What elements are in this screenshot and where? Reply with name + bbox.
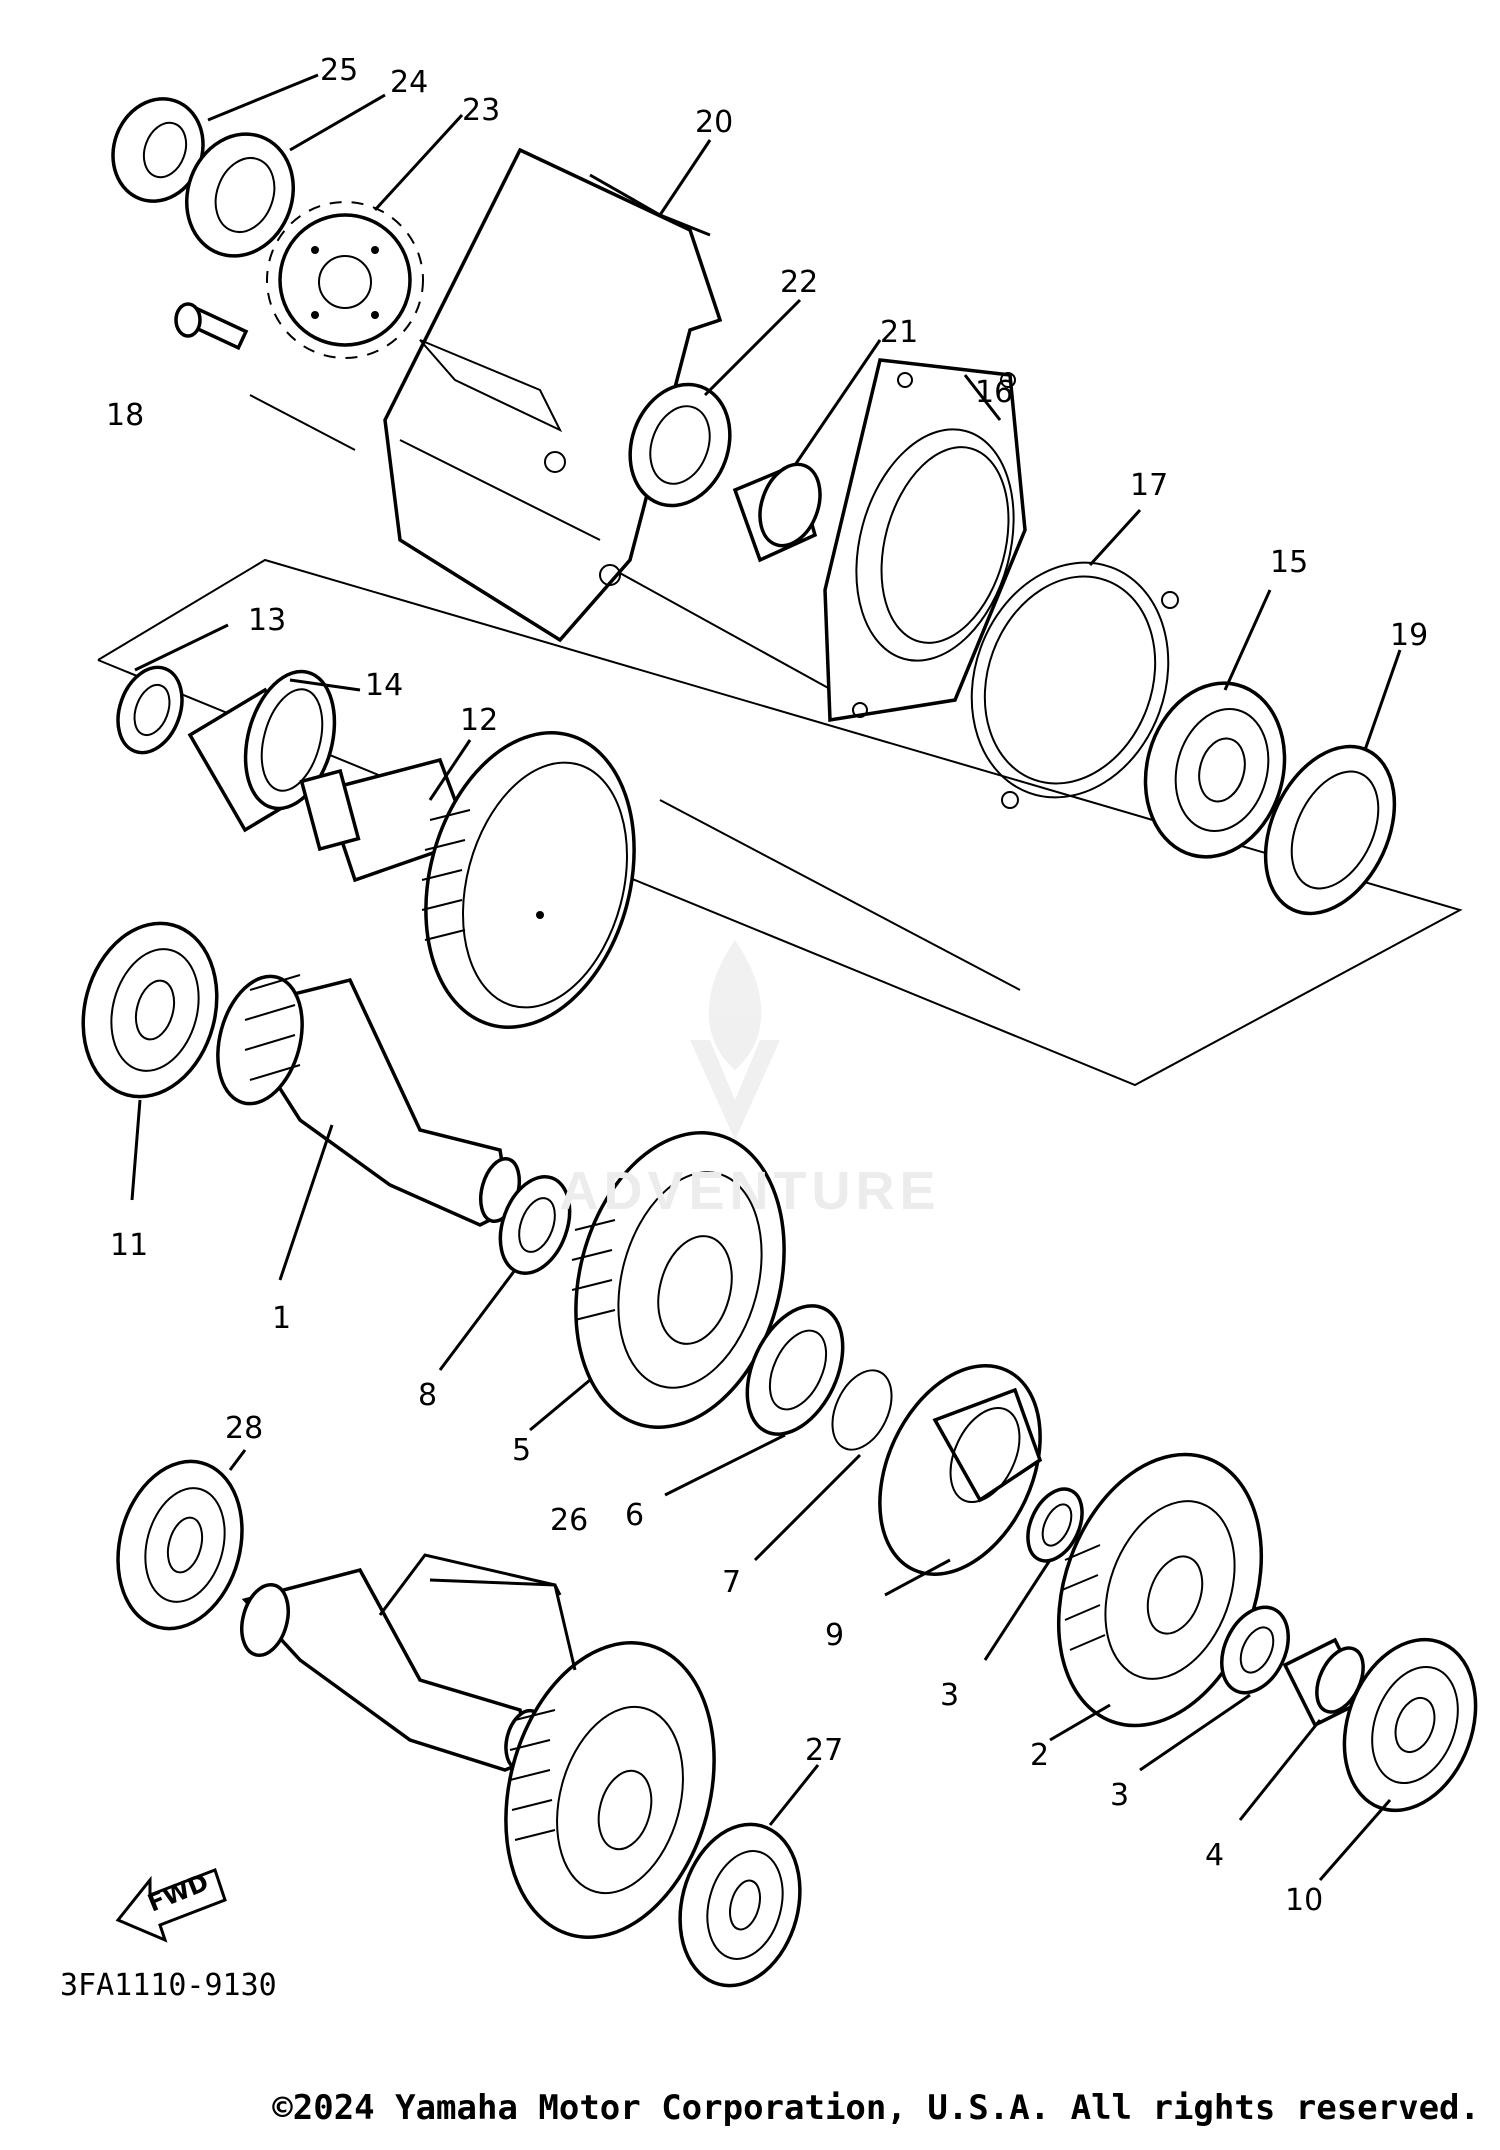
part-17-gasket[interactable] (940, 535, 1201, 826)
part-27-bearing[interactable] (663, 1811, 817, 1999)
part-13-washer[interactable] (107, 658, 193, 761)
part-12-countershaft-gear[interactable] (299, 709, 666, 1051)
callout-8: 8 (418, 1378, 437, 1413)
part-16-bearing-housing[interactable] (823, 358, 1038, 723)
part-11-bearing[interactable] (64, 908, 235, 1112)
part-14-needle-bearing[interactable] (187, 662, 349, 833)
part-9-dog-gear[interactable] (848, 1340, 1071, 1600)
callout-22: 22 (780, 265, 818, 300)
callout-18: 18 (106, 398, 144, 433)
part-8-washer[interactable] (488, 1167, 582, 1283)
part-3-washer-a[interactable] (1017, 1480, 1093, 1569)
callout-13: 13 (248, 603, 286, 638)
callout-12: 12 (460, 703, 498, 738)
part-23-drive-sprocket[interactable] (266, 201, 424, 359)
part-24-lock-washer[interactable] (170, 119, 310, 271)
part-22-oil-seal[interactable] (614, 370, 747, 519)
leader-shaft-18 (249, 394, 356, 451)
callout-7: 7 (722, 1565, 741, 1600)
part-10-bearing[interactable] (1322, 1621, 1499, 1829)
assembly-boundary-line (97, 558, 1463, 1087)
callout-21: 21 (880, 315, 918, 350)
part-19-bearing-retainer[interactable] (1240, 726, 1420, 935)
callout-10: 10 (1285, 1883, 1323, 1918)
copyright-notice: ©2024 Yamaha Motor Corporation, U.S.A. A… (272, 2088, 1480, 2128)
part-28-bearing[interactable] (100, 1447, 260, 1642)
callout-4: 4 (1205, 1838, 1224, 1873)
part-3-washer-b[interactable] (1209, 1597, 1301, 1704)
leader-lines (130, 73, 1402, 1881)
callout-1: 1 (272, 1301, 291, 1336)
callout-17: 17 (1130, 468, 1168, 503)
callout-23: 23 (462, 93, 500, 128)
callout-27: 27 (805, 1733, 843, 1768)
part-18-bolt[interactable] (174, 302, 249, 351)
callout-26: 26 (550, 1503, 588, 1538)
part-21-collar[interactable] (732, 456, 831, 563)
callout-3a: 3 (940, 1678, 959, 1713)
callout-15: 15 (1270, 545, 1308, 580)
callout-6: 6 (625, 1498, 644, 1533)
callout-24: 24 (390, 65, 428, 100)
callout-16: 16 (975, 375, 1013, 410)
callout-3b: 3 (1110, 1778, 1129, 1813)
callout-25: 25 (320, 53, 358, 88)
part-26-drive-shaft[interactable] (234, 1567, 745, 1961)
part-7-circlip[interactable] (821, 1361, 904, 1459)
callout-5: 5 (512, 1433, 531, 1468)
callout-19: 19 (1390, 618, 1428, 653)
callout-labels: 25 24 23 20 22 21 16 17 15 19 18 13 14 1… (106, 53, 1428, 1918)
part-5-gear[interactable] (545, 1109, 816, 1451)
callout-28: 28 (225, 1411, 263, 1446)
diagram-code: 3FA1110-9130 (60, 1968, 277, 2003)
part-6-washer[interactable] (728, 1291, 862, 1450)
part-2-gear[interactable] (1023, 1426, 1297, 1754)
shaft-axis-line-2 (659, 799, 1021, 991)
callout-20: 20 (695, 105, 733, 140)
part-15-bearing[interactable] (1127, 667, 1304, 872)
callout-14: 14 (365, 668, 403, 703)
watermark-text: ADVENTURE (559, 1161, 941, 1221)
part-20-sprocket-cover[interactable] (383, 147, 723, 643)
callout-11: 11 (110, 1228, 148, 1263)
fwd-arrow-icon: FWD (115, 1868, 227, 1943)
callout-9: 9 (825, 1618, 844, 1653)
callout-2: 2 (1030, 1738, 1049, 1773)
watermark-logo-icon (690, 940, 780, 1140)
